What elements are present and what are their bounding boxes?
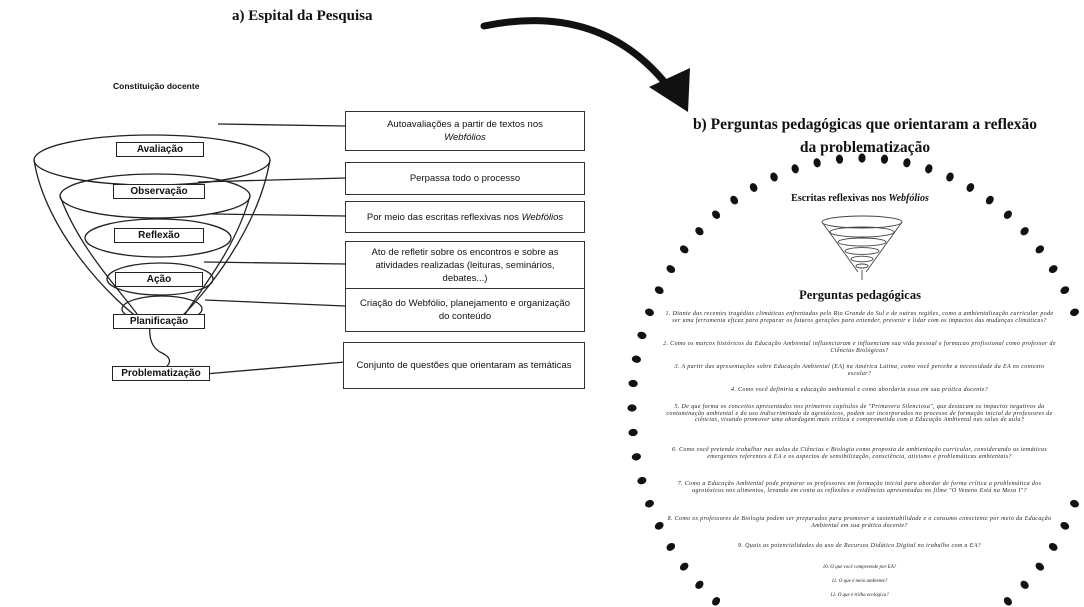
- frame-dot: [712, 597, 721, 606]
- frame-dot: [858, 153, 866, 163]
- stage-reflexao: Reflexão: [114, 228, 204, 243]
- frame-dot: [1035, 562, 1045, 571]
- desc-observacao: Perpassa todo o processo: [345, 162, 585, 195]
- frame-dot: [679, 245, 689, 254]
- escritas-reflexivas-heading: Escritas reflexivas nos Webfólios: [791, 193, 929, 204]
- question-8: 8. Como os professores de Biologia podem…: [667, 516, 1052, 529]
- frame-dot: [730, 195, 739, 205]
- question-4: 4. Como você definiria a educação ambien…: [730, 387, 989, 393]
- frame-dot: [695, 227, 704, 236]
- question-11: 11. O que é meio ambiente?: [831, 579, 888, 584]
- frame-dot: [985, 195, 994, 205]
- frame-dot: [770, 172, 778, 182]
- frame-dot: [791, 164, 799, 174]
- frame-dot: [631, 355, 641, 363]
- frame-dot: [1035, 245, 1045, 254]
- question-7: 7. Como a Educação Ambiental pode prepar…: [677, 481, 1042, 494]
- question-1: 1. Diante das recentes tragédias climáti…: [665, 311, 1054, 324]
- frame-dot: [645, 308, 654, 317]
- frame-dot: [1060, 521, 1070, 530]
- frame-dot: [654, 286, 664, 295]
- question-10: 10. O que você compreende por EA?: [822, 565, 897, 570]
- question-2: 2. Como os marcos históricos da Educação…: [663, 341, 1056, 354]
- frame-dot: [1003, 597, 1012, 606]
- stage-problematizacao: Problematização: [112, 366, 210, 381]
- desc-problematizacao: Conjunto de questões que orientaram as t…: [343, 342, 585, 389]
- frame-dot: [835, 154, 844, 164]
- frame-dot: [1070, 308, 1079, 317]
- stage-avaliacao: Avaliação: [116, 142, 204, 157]
- question-3: 3. A partir das apresentações sobre Educ…: [674, 364, 1045, 377]
- frame-dot: [813, 158, 821, 168]
- stage-observacao: Observação: [113, 184, 205, 199]
- desc-planificacao: Criação do Webfólio, planejamento e orga…: [345, 288, 585, 332]
- frame-dot: [1060, 286, 1070, 295]
- frame-dot: [925, 164, 933, 174]
- frame-dot: [1048, 265, 1058, 274]
- frame-dot: [903, 158, 911, 168]
- frame-dot: [637, 331, 647, 340]
- title-a: a) Espital da Pesquisa: [232, 8, 373, 24]
- frame-dot: [666, 265, 676, 274]
- stage-planificacao: Planificação: [113, 314, 205, 329]
- constituicao-docente-label: Constituição docente: [113, 81, 200, 91]
- frame-dot: [880, 154, 889, 164]
- frame-dot: [637, 476, 647, 485]
- frame-dot: [966, 183, 975, 192]
- frame-dot: [627, 404, 637, 412]
- perguntas-heading: Perguntas pedagógicas: [799, 288, 921, 302]
- question-12: 12. O que é trilha ecológica?: [830, 593, 889, 598]
- frame-dot: [645, 499, 654, 508]
- frame-dot: [654, 521, 664, 530]
- frame-dot: [712, 210, 721, 219]
- curved-arrow: [480, 17, 690, 112]
- frame-dot: [1070, 499, 1079, 508]
- frame-dot: [1003, 210, 1012, 219]
- frame-dot: [749, 183, 758, 192]
- frame-dot: [1020, 227, 1029, 236]
- frame-dot: [628, 379, 638, 388]
- desc-reflexao: Por meio das escritas reflexivas nos Web…: [345, 201, 585, 233]
- frame-dot: [628, 428, 638, 437]
- mini-spiral-icon: [821, 215, 903, 280]
- question-9: 9. Quais as potencialidades do uso de Re…: [738, 543, 981, 549]
- frame-dot: [1020, 580, 1029, 589]
- frame-dot: [695, 580, 704, 589]
- frame-dot: [631, 453, 641, 461]
- question-5: 5. De que forma os conceitos apresentado…: [666, 404, 1053, 424]
- title-b: b) Perguntas pedagógicas que orientaram …: [692, 116, 1038, 156]
- frame-dot: [946, 172, 954, 182]
- frame-dot: [1048, 542, 1058, 551]
- frame-dot: [666, 542, 676, 551]
- frame-dot: [679, 562, 689, 571]
- question-6: 6. Como você pretende trabalhar nas aula…: [671, 447, 1048, 460]
- stage-acao: Ação: [115, 272, 203, 287]
